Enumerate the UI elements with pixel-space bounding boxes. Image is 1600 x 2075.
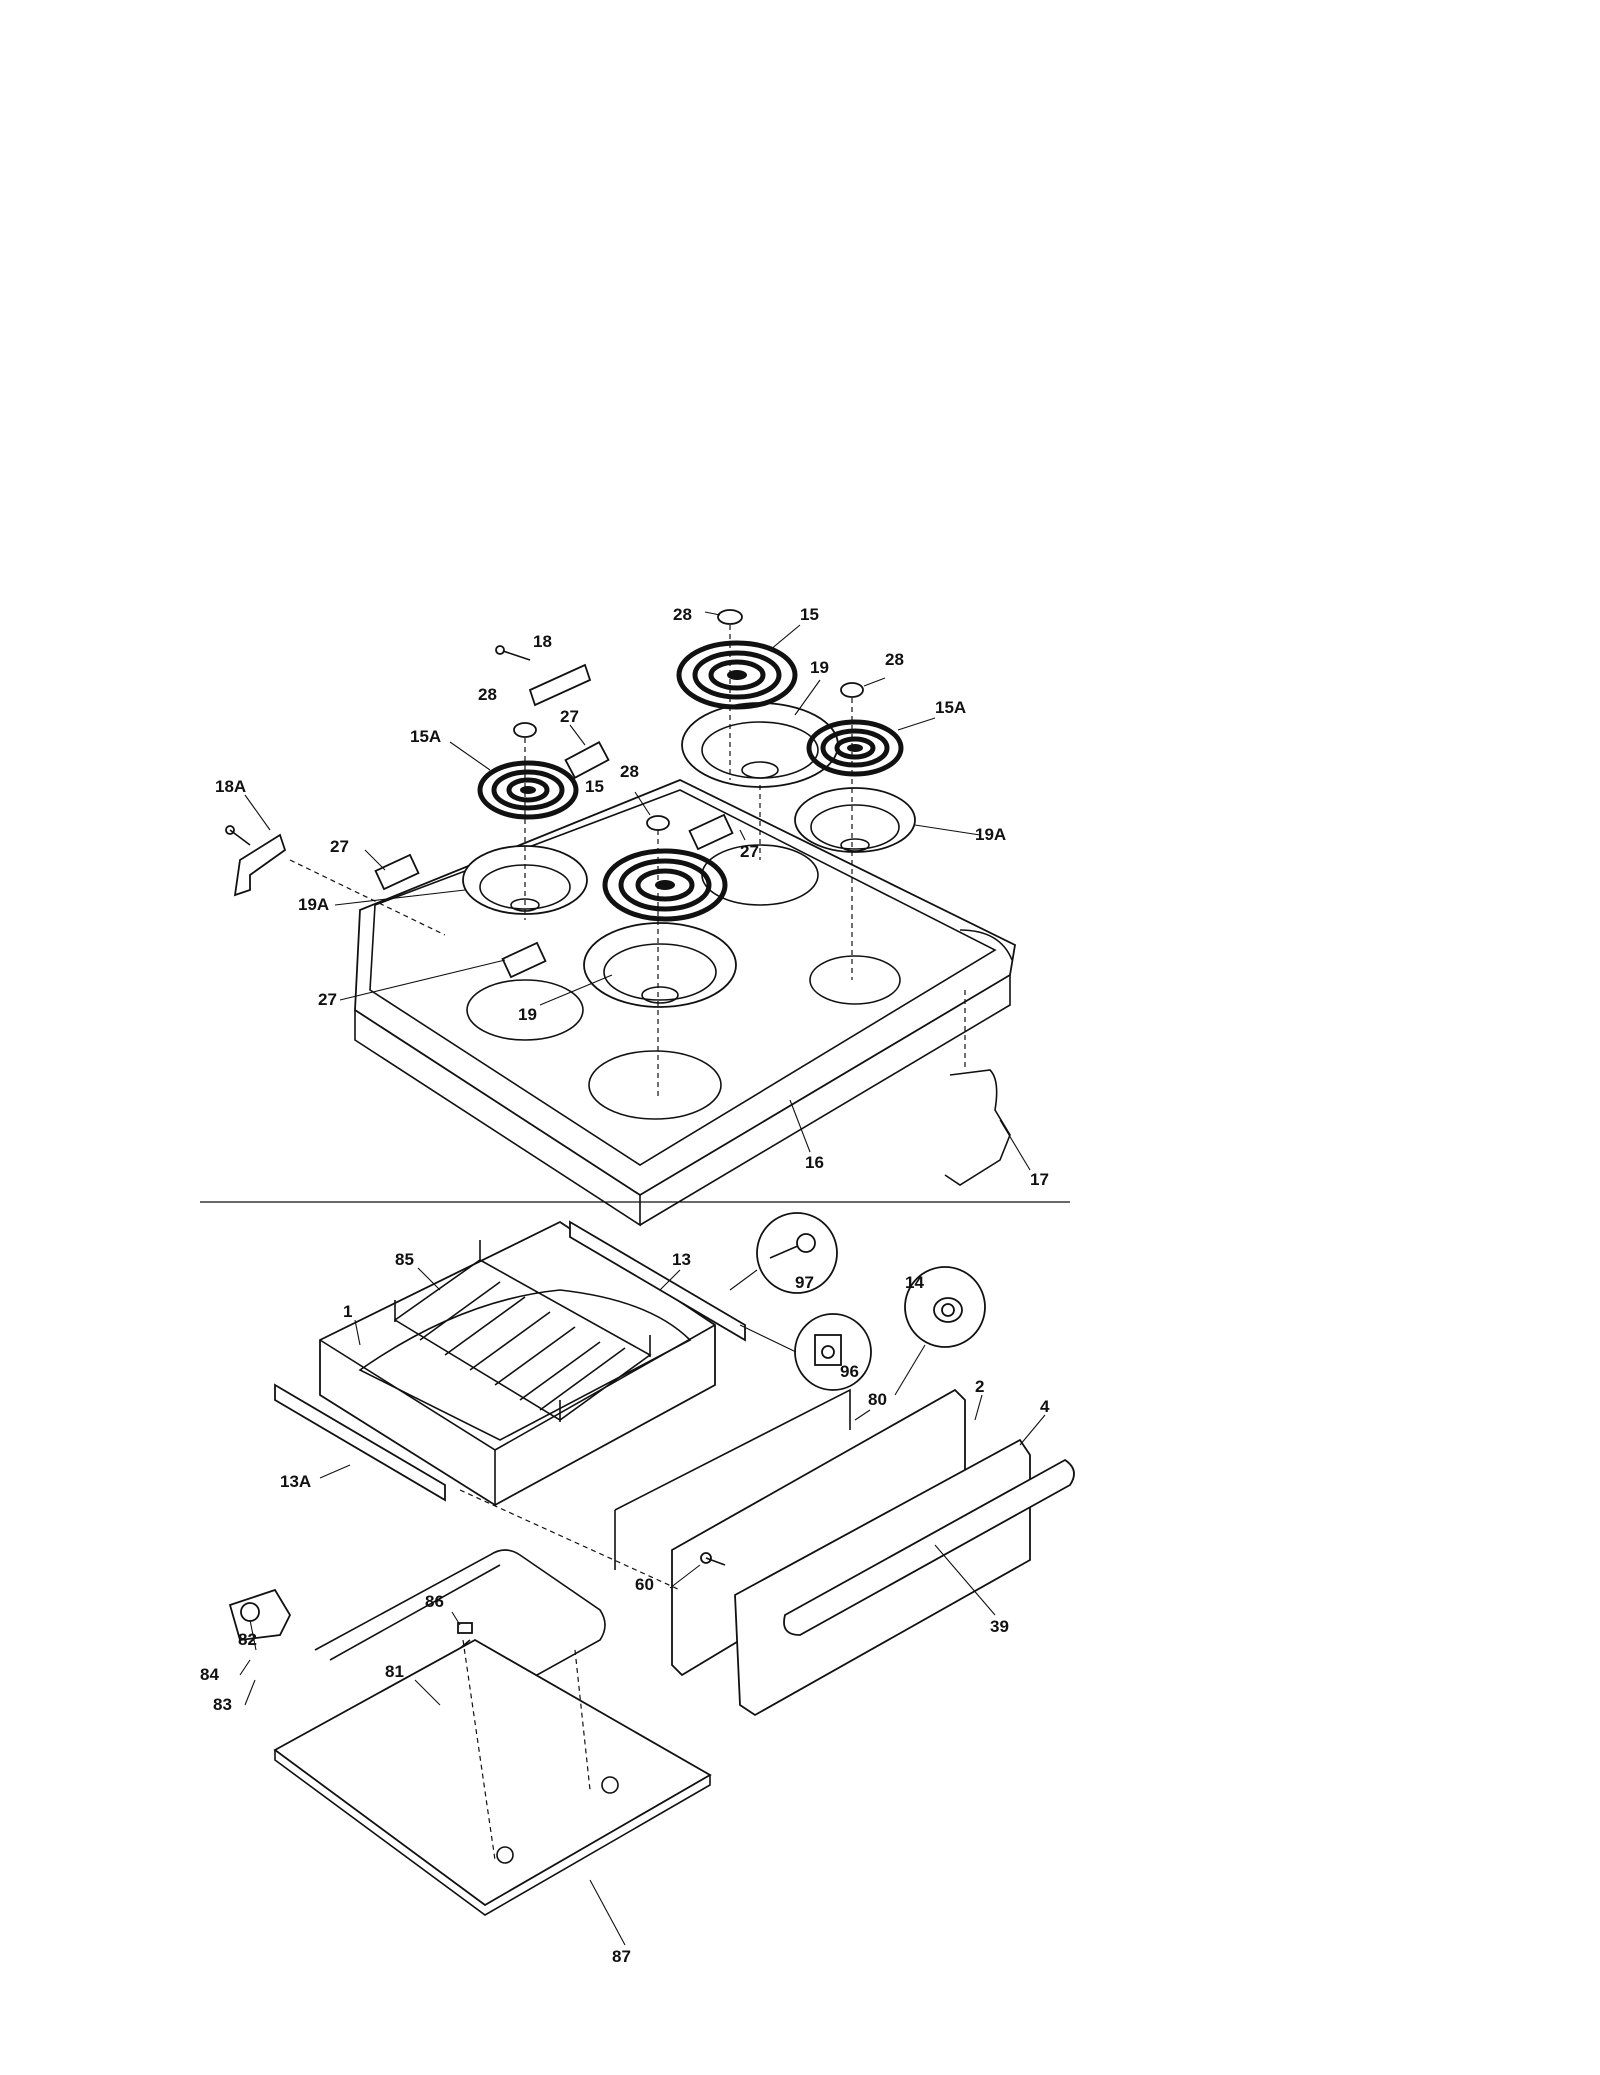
drip-bowl-small-right [794,787,916,853]
label-18A: 18A [215,777,246,796]
label-81: 81 [385,1662,404,1681]
label-19-front: 19 [518,1005,537,1024]
surface-element-small-right [806,719,904,777]
cooktop-section [225,609,1031,1227]
drip-bowl-large-rear [681,702,839,788]
trim-disc-right [840,682,864,698]
door-screw [700,1552,726,1566]
receptacle-front [501,941,547,979]
label-86: 86 [425,1592,444,1611]
label-19-rear: 19 [810,658,829,677]
label-80: 80 [868,1390,887,1409]
oven-sensor-assembly [228,1588,292,1641]
drawer-rail-left [274,1383,446,1502]
drip-bowl-large-front [583,922,737,1008]
knob-callout [894,1266,986,1396]
label-16: 16 [805,1153,824,1172]
label-28-right: 28 [885,650,904,669]
label-82: 82 [238,1630,257,1649]
label-13A: 13A [280,1472,311,1491]
label-60: 60 [635,1575,654,1594]
surface-element-large-rear [676,640,798,710]
door-gasket [614,1388,851,1570]
label-15A-left: 15A [410,727,441,746]
drawer-section [228,1212,1075,1946]
trim-disc-left [513,722,537,738]
label-1: 1 [343,1302,352,1321]
label-39: 39 [990,1617,1009,1636]
label-13: 13 [672,1250,691,1269]
broiler-rack [393,1240,652,1422]
receptacle-bracket-left [225,825,287,897]
receptacle-rear [564,741,610,779]
label-15-front: 15 [585,777,604,796]
label-17: 17 [1030,1170,1049,1189]
label-28-left: 28 [478,685,497,704]
anti-tip-wire [944,1069,1011,1186]
label-27-right: 27 [740,842,759,861]
receptacle-left [374,853,420,891]
broiler-drawer-body [319,1220,716,1507]
trim-disc-rear [717,609,743,625]
label-28-front: 28 [620,762,639,781]
screw-callout [729,1212,838,1294]
label-27-left: 27 [330,837,349,856]
label-14: 14 [905,1273,924,1292]
label-15-rear: 15 [800,605,819,624]
oven-bottom-panel [273,1638,712,1916]
surface-element-large-front [602,848,728,922]
label-19A-right: 19A [975,825,1006,844]
trim-disc-front [646,815,670,831]
label-83: 83 [213,1695,232,1714]
label-85: 85 [395,1250,414,1269]
label-19A-left: 19A [298,895,329,914]
clip-callout [739,1313,872,1391]
label-27-rear: 27 [560,707,579,726]
label-27-front: 27 [318,990,337,1009]
receptacle-right [688,813,734,851]
surface-element-small-left [477,760,579,820]
receptacle-bracket-rear [495,645,592,707]
label-18: 18 [533,632,552,651]
label-84: 84 [200,1665,219,1684]
label-97: 97 [795,1273,814,1292]
callout-labels: 28 15 18 19 28 28 27 15A 15A 18A 28 15 1… [200,605,1050,1966]
label-96: 96 [840,1362,859,1381]
label-28-rear: 28 [673,605,692,624]
label-15A-right: 15A [935,698,966,717]
label-87: 87 [612,1947,631,1966]
drawer-handle [783,1458,1075,1636]
element-bracket [457,1622,473,1634]
label-4: 4 [1040,1397,1050,1416]
label-2: 2 [975,1377,984,1396]
drawer-rail-right [569,1220,746,1342]
